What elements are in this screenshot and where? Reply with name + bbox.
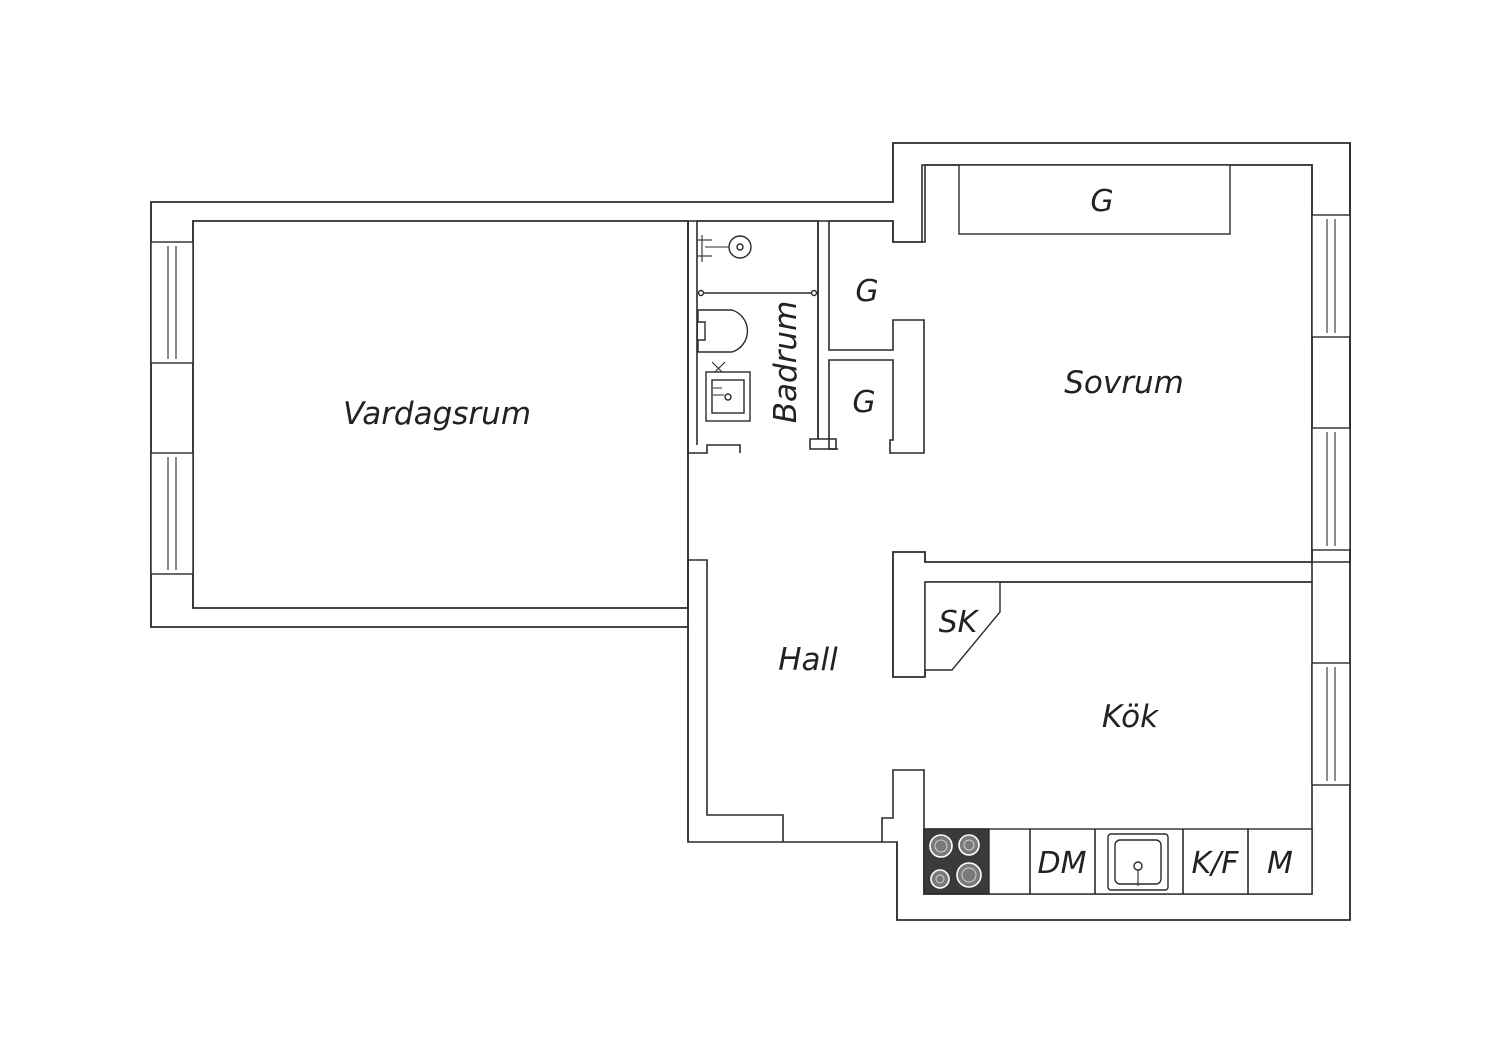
storage-label-wardrobe-bedroom: G <box>1090 184 1113 219</box>
room-label-hall: Hall <box>778 642 838 678</box>
cabinet-kitchen <box>924 581 1001 671</box>
storage-label-cabinet-kitchen: SK <box>939 605 980 640</box>
appliance-label-microwave: M <box>1267 846 1293 881</box>
kitchen-counter <box>923 828 1313 895</box>
room-label-kitchen: Kök <box>1102 699 1159 735</box>
storage-label-closet-upper: G <box>855 274 878 309</box>
appliance-label-dishwasher: DM <box>1038 846 1087 881</box>
windows <box>150 214 1351 786</box>
room-label-bathroom: Badrum <box>768 301 804 424</box>
room-label-bedroom: Sovrum <box>1064 365 1184 401</box>
bathroom-fixtures <box>697 235 818 422</box>
appliance-label-fridge-freezer: K/F <box>1191 846 1239 881</box>
room-label-living-room: Vardagsrum <box>343 396 531 432</box>
wardrobe-bedroom <box>958 164 1231 235</box>
storage-label-closet-lower: G <box>852 385 875 420</box>
